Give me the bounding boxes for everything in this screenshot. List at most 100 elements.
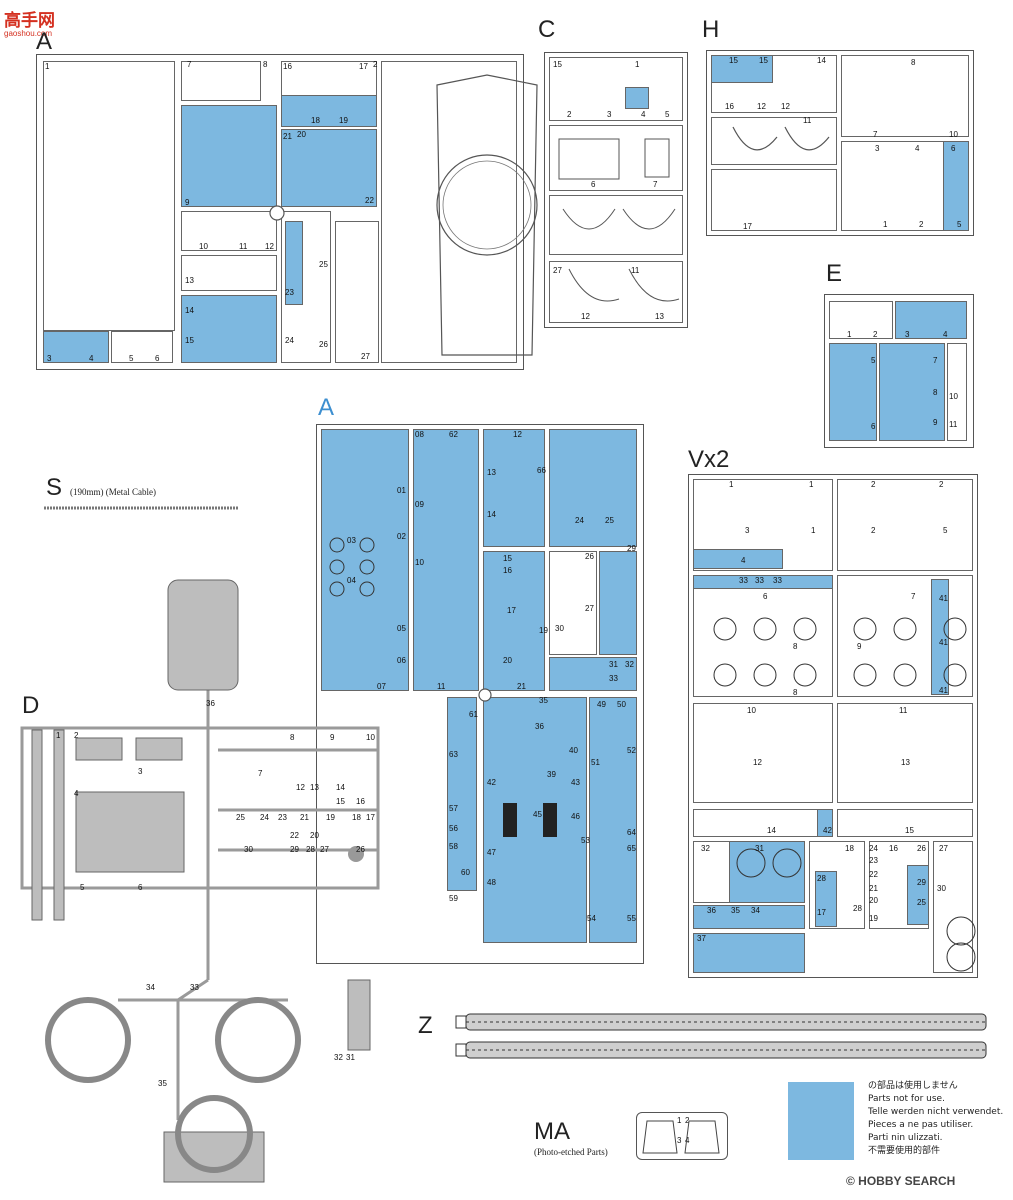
watermark-url: gaoshou.com <box>4 29 53 38</box>
part-number: 2 <box>939 480 944 489</box>
sprue-ma-letter: MA <box>534 1118 570 1145</box>
part-number: 8 <box>263 60 268 69</box>
part-number: 12 <box>581 312 590 321</box>
legend-line: Parts not for use. <box>868 1094 945 1104</box>
part-block <box>693 933 805 973</box>
part-block <box>549 657 637 691</box>
part-number: 7 <box>873 130 878 139</box>
part-number: 1 <box>729 480 734 489</box>
engine-grille <box>503 803 557 837</box>
part-number: 1 <box>45 62 50 71</box>
part-number: 14 <box>336 783 345 792</box>
road-wheels <box>713 617 967 687</box>
part-number: 10 <box>366 733 375 742</box>
road-wheel-group <box>329 537 375 597</box>
hull-floor-part <box>43 61 175 331</box>
sprue-v-letter: Vx2 <box>688 446 730 473</box>
legend-line: の部品は使用しません <box>868 1081 958 1091</box>
part-number: 2 <box>685 1116 690 1125</box>
part-number: 9 <box>330 733 335 742</box>
part-number: 65 <box>627 844 636 853</box>
part-number: 15 <box>185 336 194 345</box>
part-number: 3 <box>745 526 750 535</box>
part-number: 10 <box>415 558 424 567</box>
legend-line: Telle werden nicht verwendet. <box>868 1107 1004 1117</box>
part-number: 9 <box>185 198 190 207</box>
part-block <box>281 129 377 207</box>
sprocket-wheels <box>736 848 976 972</box>
part-number: 1 <box>811 526 816 535</box>
part-number: 01 <box>397 486 406 495</box>
part-number: 6 <box>871 422 876 431</box>
part-number: 7 <box>911 592 916 601</box>
part-number: 66 <box>537 466 546 475</box>
part-block <box>181 61 261 101</box>
part-number: 19 <box>326 813 335 822</box>
part-block <box>711 169 837 231</box>
part-number: 28 <box>817 874 826 883</box>
part-block <box>181 295 277 363</box>
part-number: 4 <box>641 110 646 119</box>
part-number: 10 <box>199 242 208 251</box>
sprue-e-letter: E <box>826 260 843 287</box>
part-number: 64 <box>627 828 636 837</box>
part-number: 29 <box>290 845 299 854</box>
part-number: 11 <box>949 420 958 429</box>
sprue-z-letter: Z <box>418 1012 433 1039</box>
part-number: 42 <box>823 826 832 835</box>
part-number: 16 <box>725 102 734 111</box>
part-block <box>907 865 929 925</box>
part-number: 1 <box>635 60 640 69</box>
sprue-d-letter: D <box>22 692 40 719</box>
part-number: 5 <box>665 110 670 119</box>
part-number: 2 <box>74 731 79 740</box>
part-number: 18 <box>352 813 361 822</box>
part-block <box>879 343 945 441</box>
hull-upper-part <box>381 61 517 363</box>
part-number: 26 <box>585 552 594 561</box>
part-block <box>693 549 783 569</box>
part-number: 3 <box>905 330 910 339</box>
part-block <box>729 841 805 903</box>
metal-cable <box>44 506 238 510</box>
part-number: 22 <box>869 870 878 879</box>
part-block <box>947 343 967 441</box>
part-number: 1 <box>883 220 888 229</box>
sprue-a-blue-letter: A <box>318 394 335 421</box>
part-number: 6 <box>138 883 143 892</box>
part-number: 36 <box>206 699 215 708</box>
part-number: 3 <box>677 1136 682 1145</box>
part-number: 4 <box>685 1136 690 1145</box>
part-number: 14 <box>185 306 194 315</box>
part-number: 33 <box>739 576 748 585</box>
part-number: 28 <box>853 904 862 913</box>
part-number: 14 <box>767 826 776 835</box>
part-number: 23 <box>285 288 294 297</box>
part-block <box>111 331 173 363</box>
part-number: 1 <box>56 731 61 740</box>
part-number: 11 <box>239 242 248 251</box>
part-number: 12 <box>757 102 766 111</box>
part-number: 41 <box>939 594 948 603</box>
part-block <box>483 551 545 691</box>
part-number: 2 <box>873 330 878 339</box>
part-block <box>817 809 833 837</box>
part-number: 25 <box>605 516 614 525</box>
photo-etch-fret: 1 2 3 4 <box>636 1112 728 1160</box>
part-number: 15 <box>759 56 768 65</box>
part-number: 63 <box>449 750 458 759</box>
part-block <box>335 221 379 363</box>
part-block <box>815 871 837 927</box>
part-number: 4 <box>741 556 746 565</box>
part-block <box>181 211 277 251</box>
part-number: 13 <box>487 468 496 477</box>
part-number: 32 <box>625 660 634 669</box>
part-number: 19 <box>539 626 548 635</box>
part-number: 49 <box>597 700 606 709</box>
part-number: 31 <box>755 844 764 853</box>
part-number: 11 <box>803 116 812 125</box>
part-number: 56 <box>449 824 458 833</box>
legend-swatch <box>788 1082 854 1160</box>
part-number: 8 <box>793 688 798 697</box>
part-number: 7 <box>933 356 938 365</box>
